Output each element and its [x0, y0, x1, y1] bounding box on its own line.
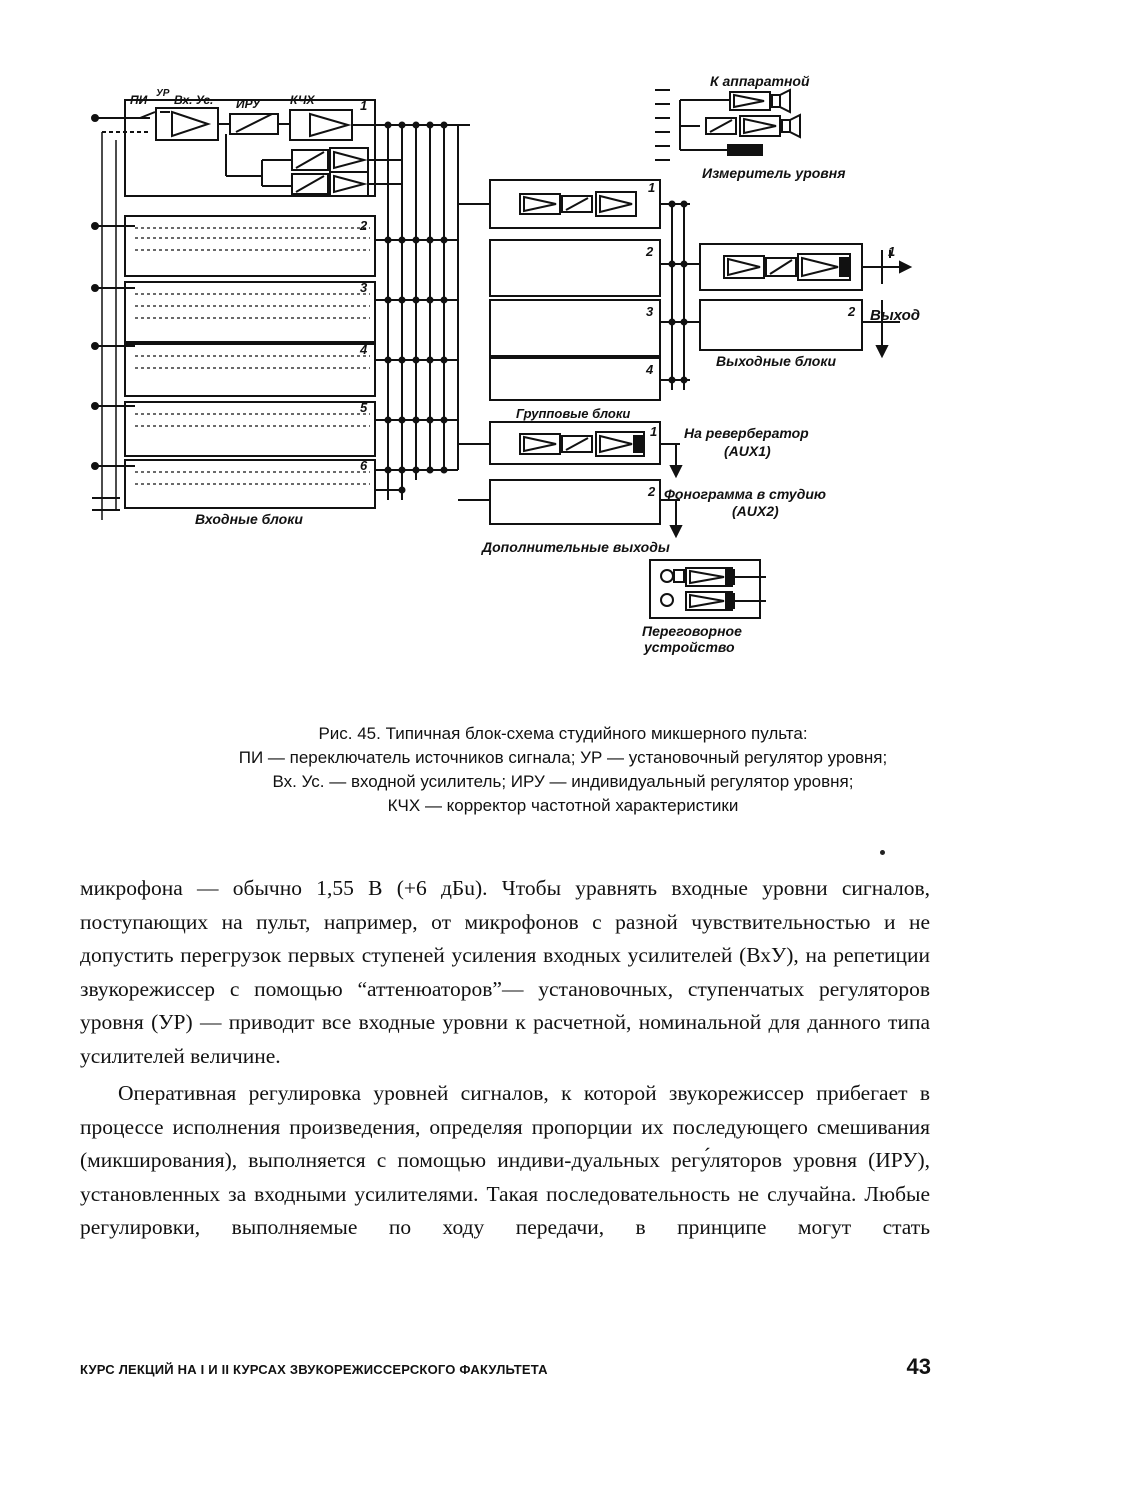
input-number-3: 3 [360, 280, 368, 295]
page-number: 43 [906, 1354, 931, 1379]
label-vx-us: Вх. Ус. [174, 93, 213, 107]
label-input-blocks: Входные блоки [195, 511, 303, 527]
group-block-4 [489, 357, 661, 401]
output-number-2: 2 [847, 304, 856, 319]
group-number-2: 2 [645, 244, 654, 259]
label-additional-outputs: Дополнительные выходы [481, 539, 670, 555]
label-to-reverb: На реверберaтор [684, 425, 809, 441]
group-block-3 [489, 299, 661, 357]
label-kchx: КЧХ [290, 93, 315, 107]
group-number-1: 1 [648, 180, 655, 195]
aux-number-1: 1 [650, 424, 657, 439]
input-number-2: 2 [359, 218, 368, 233]
caption-line-1: Рис. 45. Типичная блок-схема студийного … [318, 724, 808, 743]
figure-caption: Рис. 45. Типичная блок-схема студийного … [60, 722, 1066, 818]
input-block-6 [124, 459, 376, 509]
input-block-1 [124, 99, 376, 197]
input-block-4 [124, 343, 376, 397]
group-number-3: 3 [646, 304, 654, 319]
label-level-meter: Измеритель уровня [702, 165, 845, 181]
label-aux1: (AUX1) [724, 443, 771, 459]
body-text: микрофона — обычно 1,55 В (+6 дБu). Чтоб… [80, 872, 930, 1245]
paragraph-1: микрофона — обычно 1,55 В (+6 дБu). Чтоб… [80, 876, 930, 1068]
aux-number-2: 2 [647, 484, 656, 499]
label-phonogram: Фонограмма в студию [664, 486, 826, 502]
label-ur: УР [156, 88, 170, 99]
paragraph-2: Оперативная регулировка уровней сигналов… [80, 1081, 930, 1239]
label-talkback: Переговорное [642, 623, 742, 639]
label-group-blocks: Групповые блоки [516, 406, 630, 421]
label-talkback-2: устройство [643, 639, 735, 655]
aux-block-2 [489, 479, 661, 525]
talkback-block [649, 559, 761, 619]
output-block-2 [699, 299, 863, 351]
input-block-5 [124, 401, 376, 457]
input-number-6: 6 [360, 458, 368, 473]
input-block-2 [124, 215, 376, 277]
caption-line-2: ПИ — переключатель источников сигнала; У… [238, 748, 888, 767]
group-block-2 [489, 239, 661, 297]
caption-line-4: КЧХ — корректор частотной характеристики [387, 796, 739, 815]
mixer-block-diagram: ПИ УР Вх. Ус. ИРУ КЧХ К аппаратной Измер… [91, 73, 920, 655]
label-to-apparatus: К аппаратной [710, 73, 810, 89]
running-title: КУРС ЛЕКЦИЙ НА I И II КУРСАХ ЗВУКОРЕЖИСС… [80, 1362, 548, 1377]
group-number-4: 4 [645, 362, 654, 377]
output-number-1: 1 [888, 244, 895, 259]
input-block-3 [124, 281, 376, 343]
label-aux2: (AUX2) [732, 503, 779, 519]
stray-mark [880, 850, 885, 855]
caption-line-3: Вх. Ус. — входной усилитель; ИРУ — индив… [272, 772, 854, 791]
input-number-1: 1 [360, 98, 367, 113]
label-iru: ИРУ [236, 97, 261, 111]
label-pi: ПИ [130, 93, 148, 107]
label-output-blocks: Выходные блоки [716, 353, 836, 369]
input-number-4: 4 [359, 342, 368, 357]
input-number-5: 5 [360, 400, 368, 415]
label-output: Выход [870, 307, 920, 324]
